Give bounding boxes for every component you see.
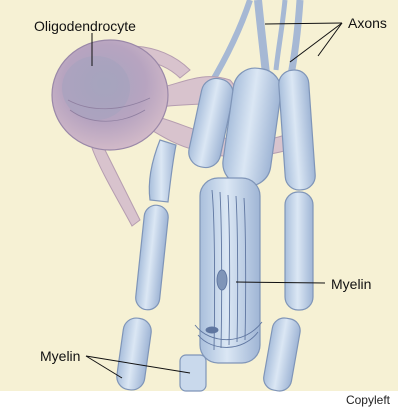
copyleft-credit: Copyleft xyxy=(346,393,390,407)
axon-lower xyxy=(180,355,206,391)
myelin-label-left: Myelin xyxy=(40,348,80,364)
myelin-label-right: Myelin xyxy=(331,276,371,292)
oligodendrocyte-label: Oligodendrocyte xyxy=(34,18,136,34)
background-panel xyxy=(0,0,398,391)
oligodendrocyte-cell-body xyxy=(52,40,168,150)
nucleus xyxy=(62,56,130,120)
axons-label: Axons xyxy=(348,15,387,31)
